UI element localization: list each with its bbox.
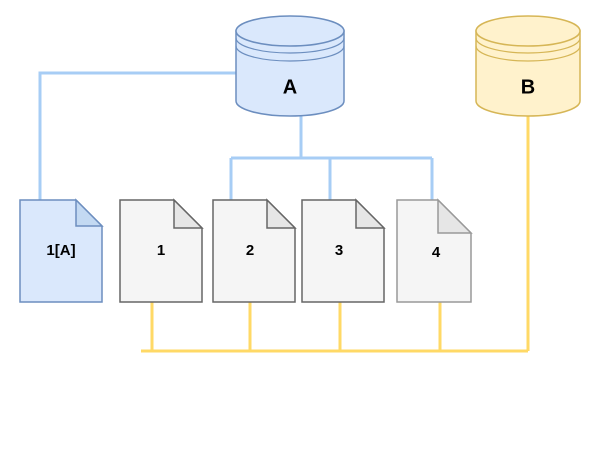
document-1-fold <box>173 198 204 229</box>
cylinder-a-label: A <box>283 76 297 98</box>
document-1a-fold <box>75 198 104 227</box>
cylinder-a-ring-1 <box>235 37 345 54</box>
document-2-label: 2 <box>246 242 254 259</box>
cylinder-b-top <box>475 15 581 47</box>
document-3-label: 3 <box>335 242 343 259</box>
document-4[interactable]: 4 <box>396 198 473 303</box>
edge-a-to-1a[interactable] <box>38 71 236 200</box>
cylinder-b-label: B <box>521 76 535 98</box>
document-1[interactable]: 1 <box>119 198 204 303</box>
document-3-fold <box>355 198 386 229</box>
cylinder-b-body <box>475 30 581 117</box>
document-1a-label: 1[A] <box>46 242 75 259</box>
document-2-fold <box>266 198 297 229</box>
edge-group-yellow <box>141 116 530 353</box>
cylinder-b-ring-2 <box>475 45 581 62</box>
cylinder-a-top <box>235 15 345 47</box>
cylinder-b-ring-1 <box>475 37 581 54</box>
cylinder-a-ring-2 <box>235 45 345 62</box>
cylinder-a-body <box>235 30 345 117</box>
document-1a[interactable]: 1[A] <box>19 198 104 303</box>
document-4-label: 4 <box>432 244 441 261</box>
document-4-fold <box>437 198 473 234</box>
document-1-label: 1 <box>157 242 165 259</box>
edge-group-blue <box>38 71 434 200</box>
document-3[interactable]: 3 <box>301 198 386 303</box>
cylinder-b[interactable]: B <box>475 15 581 117</box>
cylinder-a[interactable]: A <box>235 15 345 117</box>
document-2[interactable]: 2 <box>212 198 297 303</box>
